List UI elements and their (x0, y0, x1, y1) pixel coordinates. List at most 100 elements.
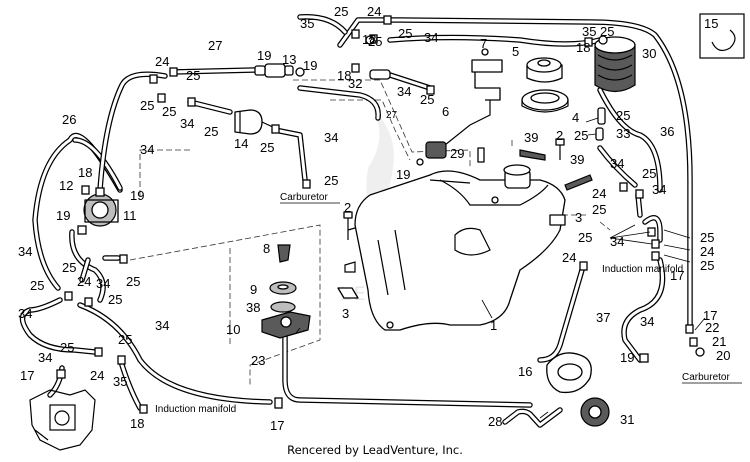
hose-left-lower (19, 297, 98, 355)
part-number-34: 34 (96, 276, 110, 291)
hoses (19, 14, 693, 428)
part-number-25: 25 (186, 68, 200, 83)
fuel-valve-parts (546, 352, 610, 427)
part-number-23: 23 (251, 353, 265, 368)
hose-top-left-arc (97, 71, 168, 193)
fuel-pump-left (77, 187, 119, 235)
hose-23 (282, 332, 533, 408)
part-number-25: 25 (700, 230, 714, 245)
part-number-34: 34 (652, 182, 666, 197)
hose-36 (597, 87, 663, 193)
hose-14 (187, 99, 233, 115)
hose-26 (72, 137, 123, 191)
part-number-20: 20 (716, 348, 730, 363)
part-number-34: 34 (424, 30, 438, 45)
part-number-25: 25 (616, 108, 630, 123)
part-number-25: 25 (62, 260, 76, 275)
hose-24-left (79, 257, 91, 283)
part-number-19: 19 (303, 58, 317, 73)
part-number-19: 19 (56, 208, 70, 223)
induction-manifold-label-right-text: Induction manifold (602, 264, 683, 275)
part-number-24: 24 (592, 186, 606, 201)
part-number-25: 25 (118, 332, 132, 347)
part-number-10: 10 (226, 322, 240, 337)
hose-right-loop (642, 215, 663, 243)
part-number-22: 22 (705, 320, 719, 335)
part-number-35: 35 (113, 374, 127, 389)
hose-27-top (169, 67, 258, 75)
part-number-17: 17 (670, 268, 684, 283)
part-number-34: 34 (397, 84, 411, 99)
part-number-34: 34 (324, 130, 338, 145)
part-number-26: 26 (62, 112, 76, 127)
part-number-25: 25 (140, 98, 154, 113)
hose-34-carb (272, 127, 308, 183)
part-number-18: 18 (130, 416, 144, 431)
part-number-24: 24 (700, 244, 714, 259)
part-number-18: 18 (78, 165, 92, 180)
part-number-34: 34 (180, 116, 194, 131)
callout-labels: Carburetor Carburetor Induction manifold… (155, 192, 742, 415)
hose-34-bottom-left (77, 302, 273, 405)
part-number-2: 2 (344, 200, 351, 215)
carburetor-label-right: Carburetor (682, 372, 730, 383)
induction-manifold-label-left: Induction manifold (155, 404, 236, 415)
part-number-25: 25 (126, 274, 140, 289)
part-number-25: 25 (60, 340, 74, 355)
level-sensor-parts (261, 244, 311, 339)
part-number-8: 8 (263, 241, 270, 256)
induction-manifold-label-right: Induction manifold (602, 264, 683, 275)
part-number-25: 25 (700, 258, 714, 273)
leader-lines (295, 117, 706, 419)
hose-34-lower-right (621, 257, 666, 363)
part-number-25: 25 (398, 26, 412, 41)
part-number-25: 25 (162, 104, 176, 119)
part-number-34: 34 (640, 314, 654, 329)
part-number-27: 27 (208, 38, 222, 53)
part-number-7: 7 (480, 36, 487, 51)
part-number-25: 25 (260, 140, 274, 155)
part-number-35: 35 (582, 24, 596, 39)
part-number-37: 37 (596, 310, 610, 325)
part-number-34: 34 (18, 306, 32, 321)
part-number-25: 25 (368, 34, 382, 49)
part-number-25: 25 (30, 278, 44, 293)
part-number-17: 17 (703, 308, 717, 323)
part-number-29: 29 (450, 146, 464, 161)
part-number-25: 25 (420, 92, 434, 107)
hose-35-bottom (119, 362, 143, 411)
part-number-3: 3 (342, 306, 349, 321)
inline-filter (254, 63, 294, 78)
part-number-14: 14 (234, 136, 248, 151)
part-number-34: 34 (610, 156, 624, 171)
part-number-25: 25 (108, 292, 122, 307)
part-number-34: 34 (610, 234, 624, 249)
hose-37 (537, 267, 585, 363)
part-number-19: 19 (396, 167, 410, 182)
credit-text: Rencered by LeadVenture, Inc. (287, 443, 463, 457)
hose-left-mid (69, 229, 106, 303)
carburetor-label-left: Carburetor (280, 192, 328, 203)
part-number-32: 32 (348, 76, 362, 91)
carbon-canister (594, 36, 636, 93)
part-number-15: 15 (704, 16, 718, 31)
part-number-24: 24 (367, 4, 381, 19)
hose-clamps (56, 15, 705, 414)
fuel-cap (526, 57, 563, 83)
part-number-25: 25 (592, 202, 606, 217)
hose-27-mid (297, 85, 381, 121)
part-number-13: 13 (282, 52, 296, 67)
part-number-1: 1 (490, 318, 497, 333)
bolts-brackets (337, 138, 593, 299)
part-number-5: 5 (512, 44, 519, 59)
part-number-4: 4 (572, 110, 579, 125)
part-number-18: 18 (362, 32, 376, 47)
part-number-24: 24 (562, 250, 576, 265)
part-numbers: 1 2 2 3 3 4 5 6 7 8 9 10 11 12 13 14 15 … (18, 4, 730, 433)
part-number-19: 19 (130, 188, 144, 203)
part-number-33: 33 (616, 126, 630, 141)
part-number-6: 6 (442, 104, 449, 119)
part-number-9: 9 (250, 282, 257, 297)
part-number-12: 12 (59, 178, 73, 193)
part-number-24: 24 (90, 368, 104, 383)
